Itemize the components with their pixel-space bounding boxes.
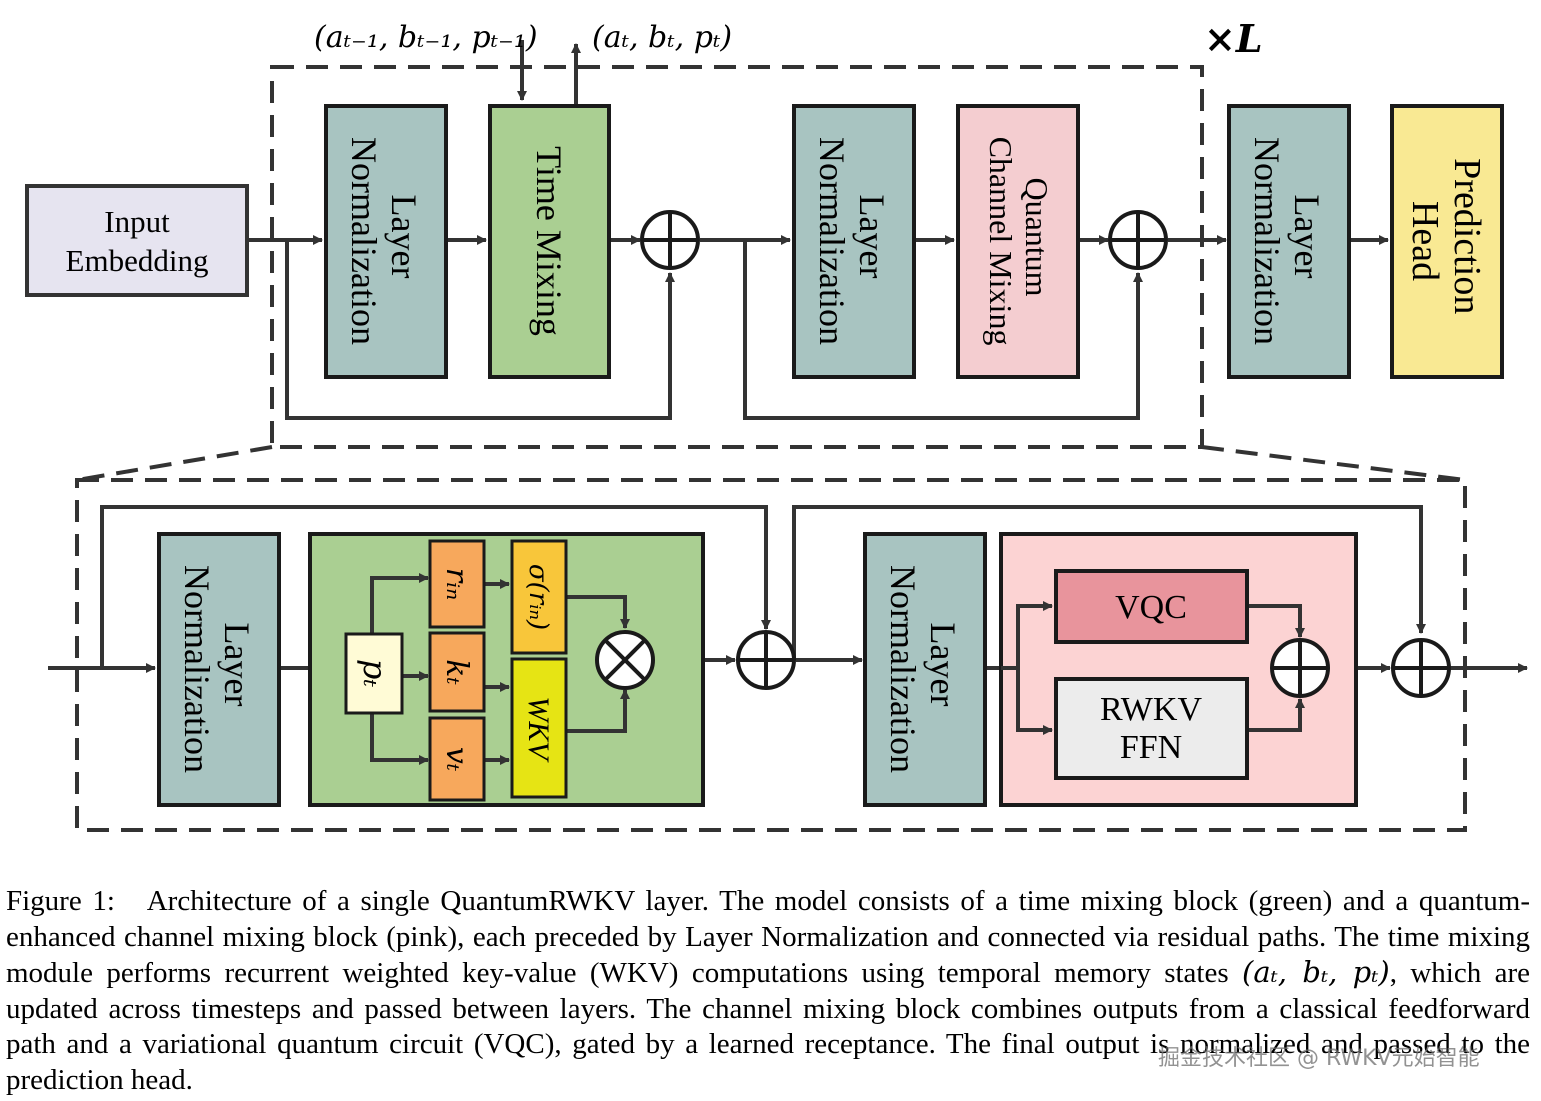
residual-add-2 [1108,210,1168,270]
channel-mixing-add [1270,638,1330,698]
ln3-line2: Normalization [1247,137,1287,345]
architecture-diagram: Input Embedding Layer Normalization Time… [25,16,1528,832]
layer-norm-block-2: Layer Normalization [792,104,916,379]
p-t-node: pₜ [344,632,404,715]
caption-state: (aₜ, bₜ, pₜ) [1242,955,1390,990]
prediction-head-block: Prediction Head [1390,104,1504,379]
layer-norm-block-1: Layer Normalization [324,104,448,379]
detail-ln2-line1: Layer [923,623,963,707]
qcm-line1: Quantum [1019,177,1055,296]
svg-text:Layer Normalization: Layer Normalization [812,137,892,345]
detail-ln1-line2: Normalization [177,565,217,773]
p-t-label: pₜ [356,659,394,687]
input-embedding-line2: Embedding [66,243,209,278]
detail-block-boundary [75,478,1467,832]
ln1-line2: Normalization [344,137,384,345]
svg-text:Layer Normalization: Layer Normalization [1247,137,1327,345]
watermark: 掘金技术社区 @ RWKV元始智能 [1158,1046,1480,1071]
top-connectors [247,40,1389,420]
svg-text:Layer Normalization: Layer Normalization [177,565,257,773]
caption-text-1: Architecture of a single QuantumRWKV lay… [6,885,1530,990]
head-line1: Prediction [1446,158,1488,314]
detail-ln1-line1: Layer [217,623,257,707]
svg-text:Quantum Channel Mixing: Quantum Channel Mixing [983,137,1055,346]
state-out-label: (aₜ, bₜ, pₜ) [592,20,732,55]
r-in-node: rᵢₙ [428,539,486,629]
ln3-line1: Layer [1287,195,1327,279]
residual-add-1 [640,210,700,270]
time-mixing-internal-arrows [370,573,630,765]
layer-norm-block-3: Layer Normalization [1227,104,1351,379]
detail-layer-norm-2: Layer Normalization [863,532,987,807]
rwkv-ffn-block: RWKV FFN [1054,677,1249,780]
svg-text:Prediction Head: Prediction Head [1404,158,1488,324]
k-t-node: kₜ [428,631,486,713]
k-t-label: kₜ [439,659,474,685]
state-in-label: (aₜ₋₁, bₜ₋₁, pₜ₋₁) [314,20,538,55]
rwkv-ffn-line1: RWKV [1100,691,1202,728]
r-in-label: rᵢₙ [439,568,474,601]
v-t-node: vₜ [428,716,486,802]
head-line2: Head [1404,201,1446,281]
svg-text:Layer Normalization: Layer Normalization [883,565,963,773]
rwkv-ffn-line2: FFN [1120,729,1182,766]
wkv-label: WKV [522,696,555,763]
time-mixing-block: Time Mixing [488,104,611,379]
detail-residual-add-1 [736,630,796,690]
svg-text:Layer Normalization: Layer Normalization [344,137,424,345]
detail-layer-norm-1: Layer Normalization [157,532,281,807]
zoom-guides [76,445,1466,482]
figure-caption: Figure 1: Architecture of a single Quant… [6,884,1530,1099]
ln1-line1: Layer [384,195,424,279]
quantum-channel-mixing-block: Quantum Channel Mixing [956,104,1080,379]
sigma-label: σ(rᵢₙ) [523,564,553,630]
vqc-block: VQC [1054,569,1249,644]
input-embedding-block: Input Embedding [25,184,249,297]
wkv-node: WKV [510,657,568,799]
sigma-node: σ(rᵢₙ) [510,539,568,655]
qcm-line2: Channel Mixing [983,137,1019,346]
caption-prefix: Figure 1: [6,885,115,917]
input-embedding-line1: Input [104,204,170,239]
ln2-line1: Layer [852,195,892,279]
ln2-line2: Normalization [812,137,852,345]
v-t-label: vₜ [439,747,474,772]
time-mixing-label: Time Mixing [529,146,569,336]
elementwise-multiply [595,630,655,690]
repeat-label: ×L [1204,16,1263,61]
detail-ln2-line2: Normalization [883,565,923,773]
channel-mixing-internal-arrows [1001,601,1305,735]
detail-residual-add-2 [1391,638,1451,698]
vqc-label: VQC [1115,589,1187,626]
repeat-block-boundary [270,65,1204,449]
caption-text-2: , which are updated across timesteps and… [6,957,1531,1096]
